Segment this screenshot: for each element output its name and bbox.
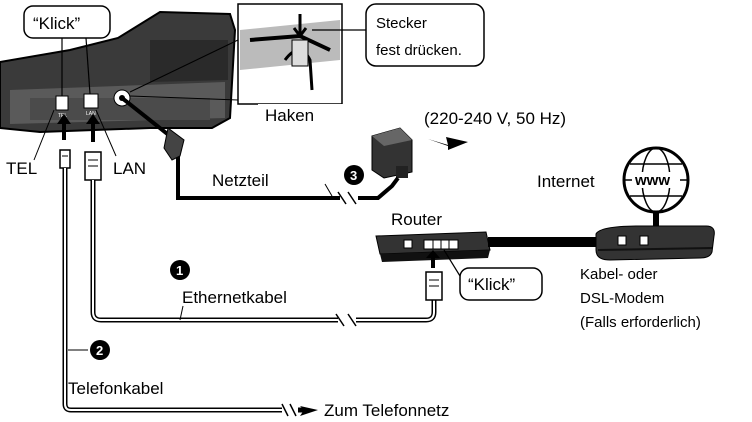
lan-port-label: LAN	[86, 111, 96, 117]
stecker-line2: fest drücken.	[376, 42, 462, 59]
voltage-label: (220-240 V, 50 Hz)	[424, 109, 566, 128]
klick-callout-router: “Klick”	[443, 249, 543, 301]
arrow-up-icon	[57, 114, 71, 140]
svg-text:2: 2	[96, 343, 103, 358]
klick-top-label: “Klick”	[33, 14, 81, 33]
modem-line2: DSL-Modem	[580, 290, 664, 307]
base-unit: TEL LAN	[0, 10, 237, 134]
router-label: Router	[391, 210, 442, 229]
modem-line3: (Falls erforderlich)	[580, 314, 701, 331]
step-3-badge: 3	[344, 165, 364, 185]
www-label: www	[634, 172, 670, 189]
ethernetkabel-label: Ethernetkabel	[182, 288, 287, 307]
arrow-up-icon	[426, 250, 440, 268]
power-adapter	[371, 127, 413, 179]
lan-label: LAN	[113, 159, 146, 178]
press-arrow-icon	[292, 14, 308, 39]
svg-text:3: 3	[350, 168, 357, 183]
svg-text:1: 1	[176, 263, 183, 278]
modem-line1: Kabel- oder	[580, 266, 658, 283]
netzteil-label: Netzteil	[212, 171, 269, 190]
step-1-badge: 1	[170, 260, 190, 280]
tel-label: TEL	[6, 159, 37, 178]
hook-inset: Haken	[129, 3, 344, 126]
step-2-badge: 2	[90, 340, 110, 360]
stecker-line1: Stecker	[376, 15, 427, 32]
arrow-up-icon	[86, 114, 100, 142]
internet-label: Internet	[537, 172, 595, 191]
zum-telefonnetz-label: Zum Telefonnetz	[324, 401, 449, 420]
telefonkabel-label: Telefonkabel	[68, 379, 163, 398]
arrow-right-icon	[428, 137, 468, 150]
stecker-callout: Stecker fest drücken.	[312, 3, 485, 67]
internet-globe: www	[622, 146, 690, 226]
arrow-right-icon	[300, 406, 318, 416]
tel-plug	[59, 149, 71, 169]
klick-router-label: “Klick”	[468, 275, 516, 294]
klick-callout-top: “Klick”	[23, 5, 111, 96]
modem: Kabel- oder DSL-Modem (Falls erforderlic…	[580, 225, 715, 331]
haken-label: Haken	[265, 106, 314, 125]
lan-port	[83, 93, 99, 109]
tel-port	[55, 95, 69, 111]
